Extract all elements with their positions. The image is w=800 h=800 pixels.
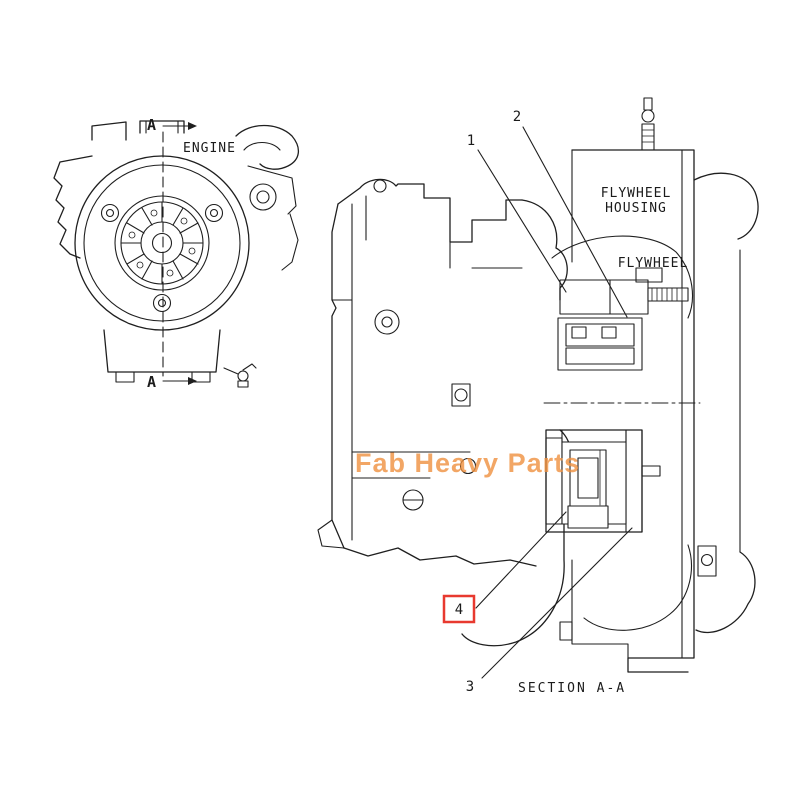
flywheel-housing	[559, 97, 759, 673]
pump-body	[317, 178, 537, 567]
engine-top-left-block	[91, 121, 127, 141]
callouts: 1 2 3 4	[442, 109, 633, 695]
section-view: FLYWHEEL HOUSING FLYWHEEL	[317, 97, 759, 673]
callout-3-leader	[481, 527, 633, 679]
engine-top-cap	[139, 120, 185, 134]
flywheel-bolt	[647, 287, 689, 302]
engine-base	[103, 329, 221, 373]
engine-flywheel-face	[74, 155, 250, 331]
callout-4-label: 4	[455, 602, 463, 618]
flywheel-housing-label-line2: HOUSING	[605, 201, 667, 216]
housing-stud	[641, 97, 655, 151]
flywheel-label: FLYWHEEL	[618, 256, 689, 271]
section-marker-a-bottom: A	[147, 373, 156, 391]
section-marker-a-top: A	[147, 116, 156, 134]
outer-cover-bottom	[695, 551, 756, 634]
pump-drive-assembly	[545, 429, 661, 533]
section-arrow-bottom	[188, 377, 197, 385]
callout-2-label: 2	[513, 109, 521, 125]
drive-right-hatched	[625, 429, 643, 533]
section-cut-line: A A	[147, 116, 197, 391]
callout-4-highlight-box	[442, 594, 476, 624]
flywheel-section	[557, 267, 689, 371]
flywheel-adapter-hatched	[559, 279, 649, 315]
callout-1-leader	[477, 149, 567, 293]
flywheel-housing-label-line1: FLYWHEEL	[601, 186, 672, 201]
engine-label: ENGINE	[183, 141, 236, 156]
coupling-block	[557, 317, 643, 371]
outer-cover-top	[693, 172, 759, 240]
section-title: SECTION A-A	[518, 681, 626, 696]
callout-3-label: 3	[466, 679, 474, 695]
engine-left-bracket	[53, 155, 93, 259]
callout-2-leader	[522, 126, 628, 318]
drain-valve	[223, 363, 257, 388]
ring-gear-hatched	[635, 267, 663, 283]
callout-1-label: 1	[467, 133, 475, 149]
engine-right-duct	[235, 124, 299, 170]
engine-front-view: A A ENGINE	[53, 116, 299, 391]
callout-4-leader	[475, 511, 567, 609]
section-arrow-top	[188, 122, 197, 130]
watermark: Fab Heavy Parts	[355, 448, 580, 478]
